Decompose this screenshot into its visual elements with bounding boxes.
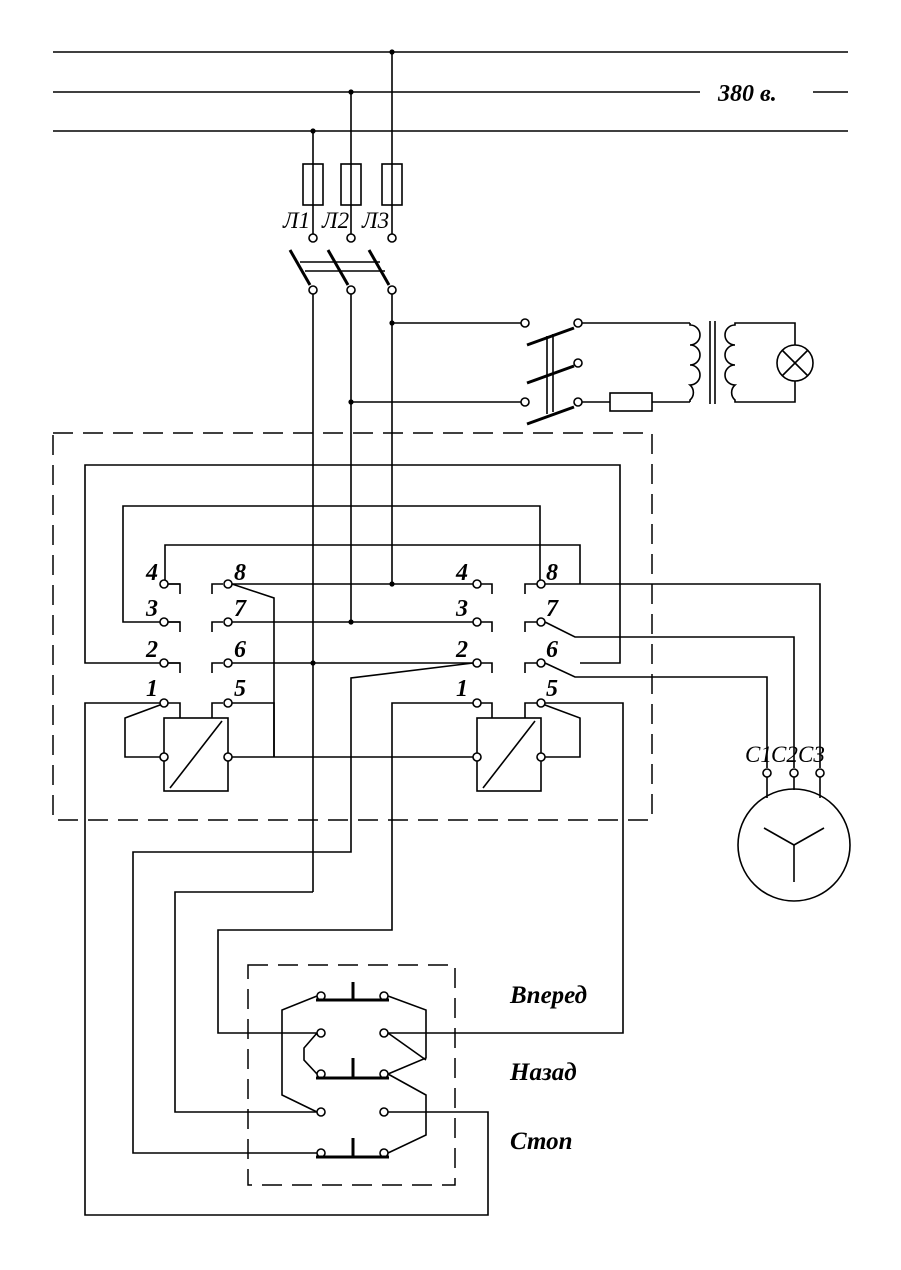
fuses — [302, 163, 403, 206]
forward-button[interactable] — [316, 982, 389, 1038]
motor-terminal-3: C3 — [798, 742, 825, 767]
left-terminal-5: 5 — [234, 676, 246, 702]
right-terminal-5: 5 — [546, 676, 558, 702]
switch-right: 4 3 2 1 8 7 6 5 — [455, 560, 581, 792]
switch-left: 4 3 2 1 8 7 6 5 — [124, 560, 247, 792]
reversing-switch-enclosure — [52, 432, 653, 821]
left-terminal-7: 7 — [234, 596, 247, 622]
transformer-secondary — [724, 322, 796, 403]
main-switch: Л1 Л2 Л3 — [282, 208, 397, 295]
stop-label: Стоп — [510, 1128, 573, 1155]
right-terminal-3: 3 — [455, 596, 468, 622]
lighting-circuit — [348, 318, 814, 426]
left-terminal-3: 3 — [145, 596, 158, 622]
button-station-enclosure — [247, 964, 456, 1186]
left-terminal-2: 2 — [145, 637, 158, 663]
cross-wiring — [84, 464, 621, 664]
left-terminal-6: 6 — [234, 637, 246, 663]
right-terminal-8: 8 — [546, 560, 558, 586]
buttons — [281, 982, 427, 1159]
stop-button[interactable] — [316, 1107, 389, 1159]
line-label-3: Л3 — [361, 208, 389, 233]
line-label-1: Л1 — [282, 208, 310, 233]
left-terminal-1: 1 — [146, 676, 158, 702]
motor-terminal-1: C1 — [745, 742, 772, 767]
motor-terminal-2: C2 — [771, 742, 798, 767]
right-terminal-4: 4 — [455, 560, 468, 586]
forward-label: Вперед — [509, 982, 587, 1009]
control-wiring — [84, 662, 624, 1216]
backward-label: Назад — [509, 1059, 577, 1086]
left-terminal-4: 4 — [145, 560, 158, 586]
left-terminal-8: 8 — [234, 560, 246, 586]
motor-feed: C1 C2 C3 — [544, 583, 851, 902]
transformer-primary — [687, 323, 701, 402]
line-label-2: Л2 — [321, 208, 349, 233]
right-terminal-2: 2 — [455, 637, 468, 663]
right-terminal-6: 6 — [546, 637, 558, 663]
right-terminal-1: 1 — [456, 676, 468, 702]
voltage-label: 380 в. — [717, 81, 777, 107]
supply-bus — [53, 51, 848, 132]
motor-icon — [737, 788, 851, 902]
backward-button[interactable] — [316, 1058, 389, 1080]
right-terminal-7: 7 — [546, 596, 559, 622]
